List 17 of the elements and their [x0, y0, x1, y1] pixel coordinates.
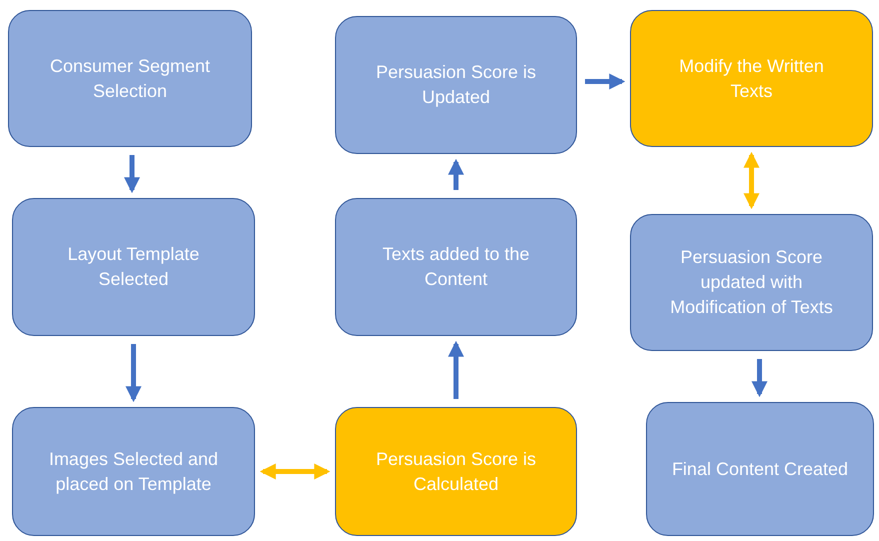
process-box: Modify the Written Texts: [630, 10, 873, 147]
process-box: Persuasion Score is Updated: [335, 16, 577, 154]
arrow: [744, 152, 760, 210]
process-box: Texts added to the Content: [335, 198, 577, 336]
process-box: Persuasion Score updated with Modification of Texts: [630, 214, 873, 351]
arrow: [124, 155, 140, 194]
arrow: [126, 344, 142, 402]
process-box: Consumer Segment Selection: [8, 10, 252, 147]
arrow: [448, 158, 464, 190]
process-box: Layout Template Selected: [12, 198, 255, 336]
arrow: [448, 340, 464, 399]
process-box: Final Content Created: [646, 402, 874, 536]
arrow: [260, 464, 330, 480]
arrow: [752, 359, 768, 398]
process-box: Persuasion Score is Calculated: [335, 407, 577, 536]
process-box: Images Selected and placed on Template: [12, 407, 255, 536]
arrow: [585, 74, 626, 90]
